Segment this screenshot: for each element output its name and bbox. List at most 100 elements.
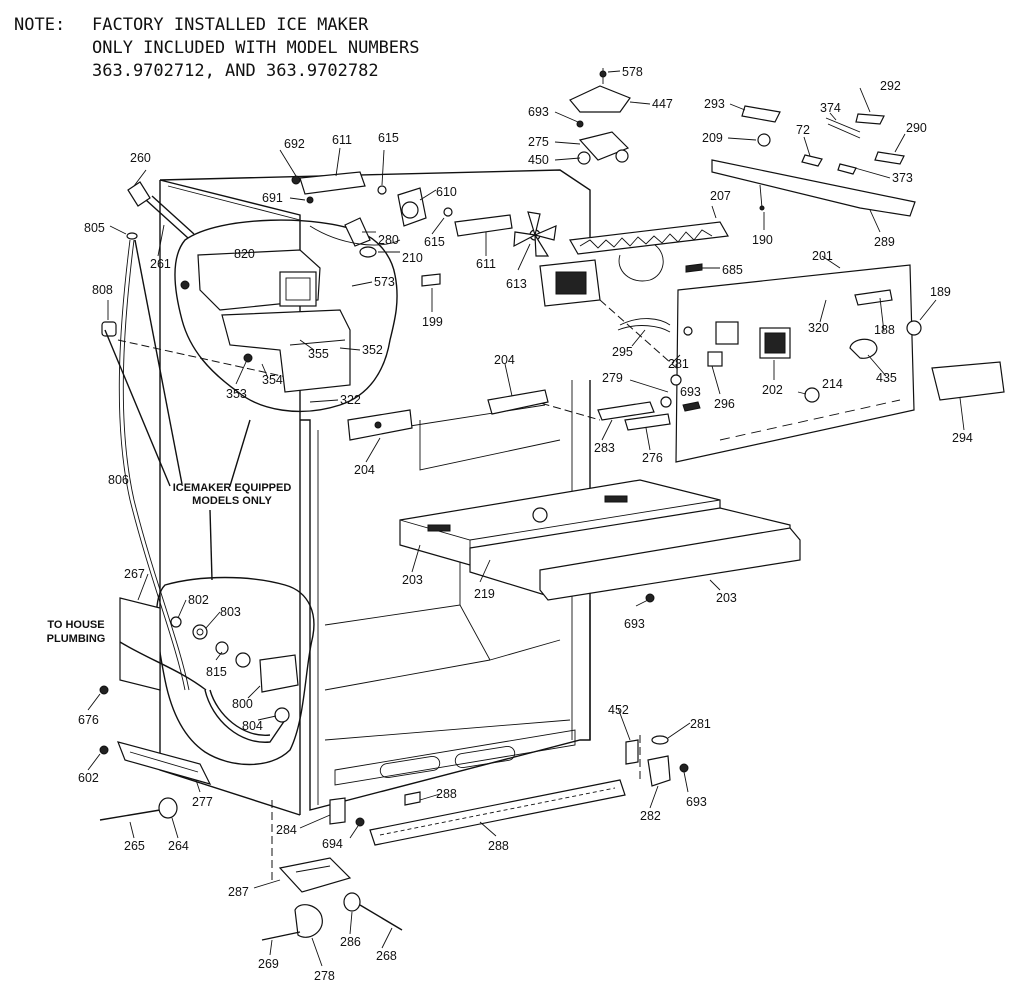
part-292	[855, 113, 885, 125]
bracket-611a	[299, 171, 366, 195]
part-label: 209	[702, 131, 723, 145]
screw-602	[99, 745, 109, 755]
icemaker-callout: ICEMAKER EQUIPPED MODELS ONLY	[173, 482, 292, 507]
heater-207	[569, 221, 729, 255]
part-label: 203	[402, 573, 423, 587]
ice-bin-352	[221, 309, 351, 393]
part-label: 693	[528, 105, 549, 119]
part-label: 435	[876, 371, 897, 385]
bulb-435	[849, 338, 878, 359]
part-label: 203	[716, 591, 737, 605]
part-label: 694	[322, 837, 343, 851]
part-label: 202	[762, 383, 783, 397]
hinge-282	[647, 755, 671, 787]
part-label: 265	[124, 839, 145, 853]
part-label: 201	[812, 249, 833, 263]
screw-269	[261, 931, 301, 941]
part-label: 693	[680, 385, 701, 399]
part-label: 374	[820, 101, 841, 115]
part-label: 275	[528, 135, 549, 149]
spring-374	[825, 117, 861, 133]
screw-268	[359, 904, 403, 931]
panel-267	[119, 597, 161, 691]
part-label: 284	[276, 823, 297, 837]
bar-289	[711, 159, 916, 217]
part-label: 611	[332, 133, 352, 147]
part-label: 267	[124, 567, 145, 581]
note-line-3: 363.9702712, AND 363.9702782	[92, 61, 379, 81]
part-label: 286	[340, 935, 361, 949]
icemaker-lower-detail	[155, 576, 315, 766]
part-72	[801, 154, 823, 167]
icemaker-callout-line-2: MODELS ONLY	[192, 495, 272, 507]
note-label: NOTE:	[14, 15, 65, 35]
part-label: 289	[874, 235, 895, 249]
part-label: 204	[494, 353, 515, 367]
part-296	[707, 351, 723, 367]
plumbing-callout-line-1: TO HOUSE	[47, 619, 104, 631]
part-label: 277	[192, 795, 213, 809]
hinge-276	[624, 413, 671, 431]
part-label: 190	[752, 233, 773, 247]
roller-264	[158, 797, 178, 819]
valve-bubble	[155, 576, 315, 766]
bracket-611b	[454, 214, 513, 237]
cabinet-front-corner	[159, 179, 301, 815]
part-label: 269	[258, 957, 279, 971]
part-label: 615	[424, 235, 445, 249]
part-label: 613	[506, 277, 527, 291]
part-label: 808	[92, 283, 113, 297]
part-label: 800	[232, 697, 253, 711]
leader-lines	[87, 70, 965, 967]
part-label: 214	[822, 377, 843, 391]
toe-grille-slot	[334, 729, 576, 786]
part-label: 281	[690, 717, 711, 731]
part-label: 354	[262, 373, 283, 387]
part-number-labels: 578 447 693 275 450 293 292 374 209 72 2…	[78, 65, 973, 983]
clip-199	[421, 273, 441, 287]
knob-209	[757, 133, 771, 147]
bracket-275	[578, 131, 630, 161]
part-label: 692	[284, 137, 305, 151]
part-label: 264	[168, 839, 189, 853]
part-373	[837, 163, 857, 175]
damper-parts	[539, 221, 729, 307]
note-block: NOTE: FACTORY INSTALLED ICE MAKER ONLY I…	[14, 15, 420, 81]
cabinet-top-edge	[159, 169, 591, 240]
part-label: 802	[188, 593, 209, 607]
icemaker-callout-line-1: ICEMAKER EQUIPPED	[173, 482, 292, 494]
part-290	[874, 151, 905, 165]
part-label: 72	[796, 123, 810, 137]
bracket-284	[329, 797, 346, 825]
part-label: 207	[710, 189, 731, 203]
control-panel-201	[617, 264, 1005, 463]
part-label: 188	[874, 323, 895, 337]
cover-assembly	[569, 68, 631, 165]
part-label: 676	[78, 713, 99, 727]
note-line-1: FACTORY INSTALLED ICE MAKER	[92, 15, 369, 35]
part-label: 290	[906, 121, 927, 135]
part-label: 452	[608, 703, 629, 717]
part-188	[854, 289, 893, 306]
shelf-knob	[532, 507, 548, 523]
plumbing-callout: TO HOUSE PLUMBING	[47, 619, 106, 645]
hinge-204a	[487, 389, 549, 415]
part-label: 578	[622, 65, 643, 79]
caster-278	[294, 904, 323, 938]
part-label: 352	[362, 343, 383, 357]
lower-left-parts	[99, 597, 212, 821]
part-label: 693	[686, 795, 707, 809]
part-label: 353	[226, 387, 247, 401]
knob-214	[804, 387, 820, 403]
part-label: 691	[262, 191, 283, 205]
part-label: 294	[952, 431, 973, 445]
part-label: 815	[206, 665, 227, 679]
part-label: 450	[528, 153, 549, 167]
part-label: 693	[624, 617, 645, 631]
part-label: 288	[436, 787, 457, 801]
part-label: 204	[354, 463, 375, 477]
part-label: 573	[374, 275, 395, 289]
part-label: 806	[108, 473, 129, 487]
part-label: 804	[242, 719, 263, 733]
